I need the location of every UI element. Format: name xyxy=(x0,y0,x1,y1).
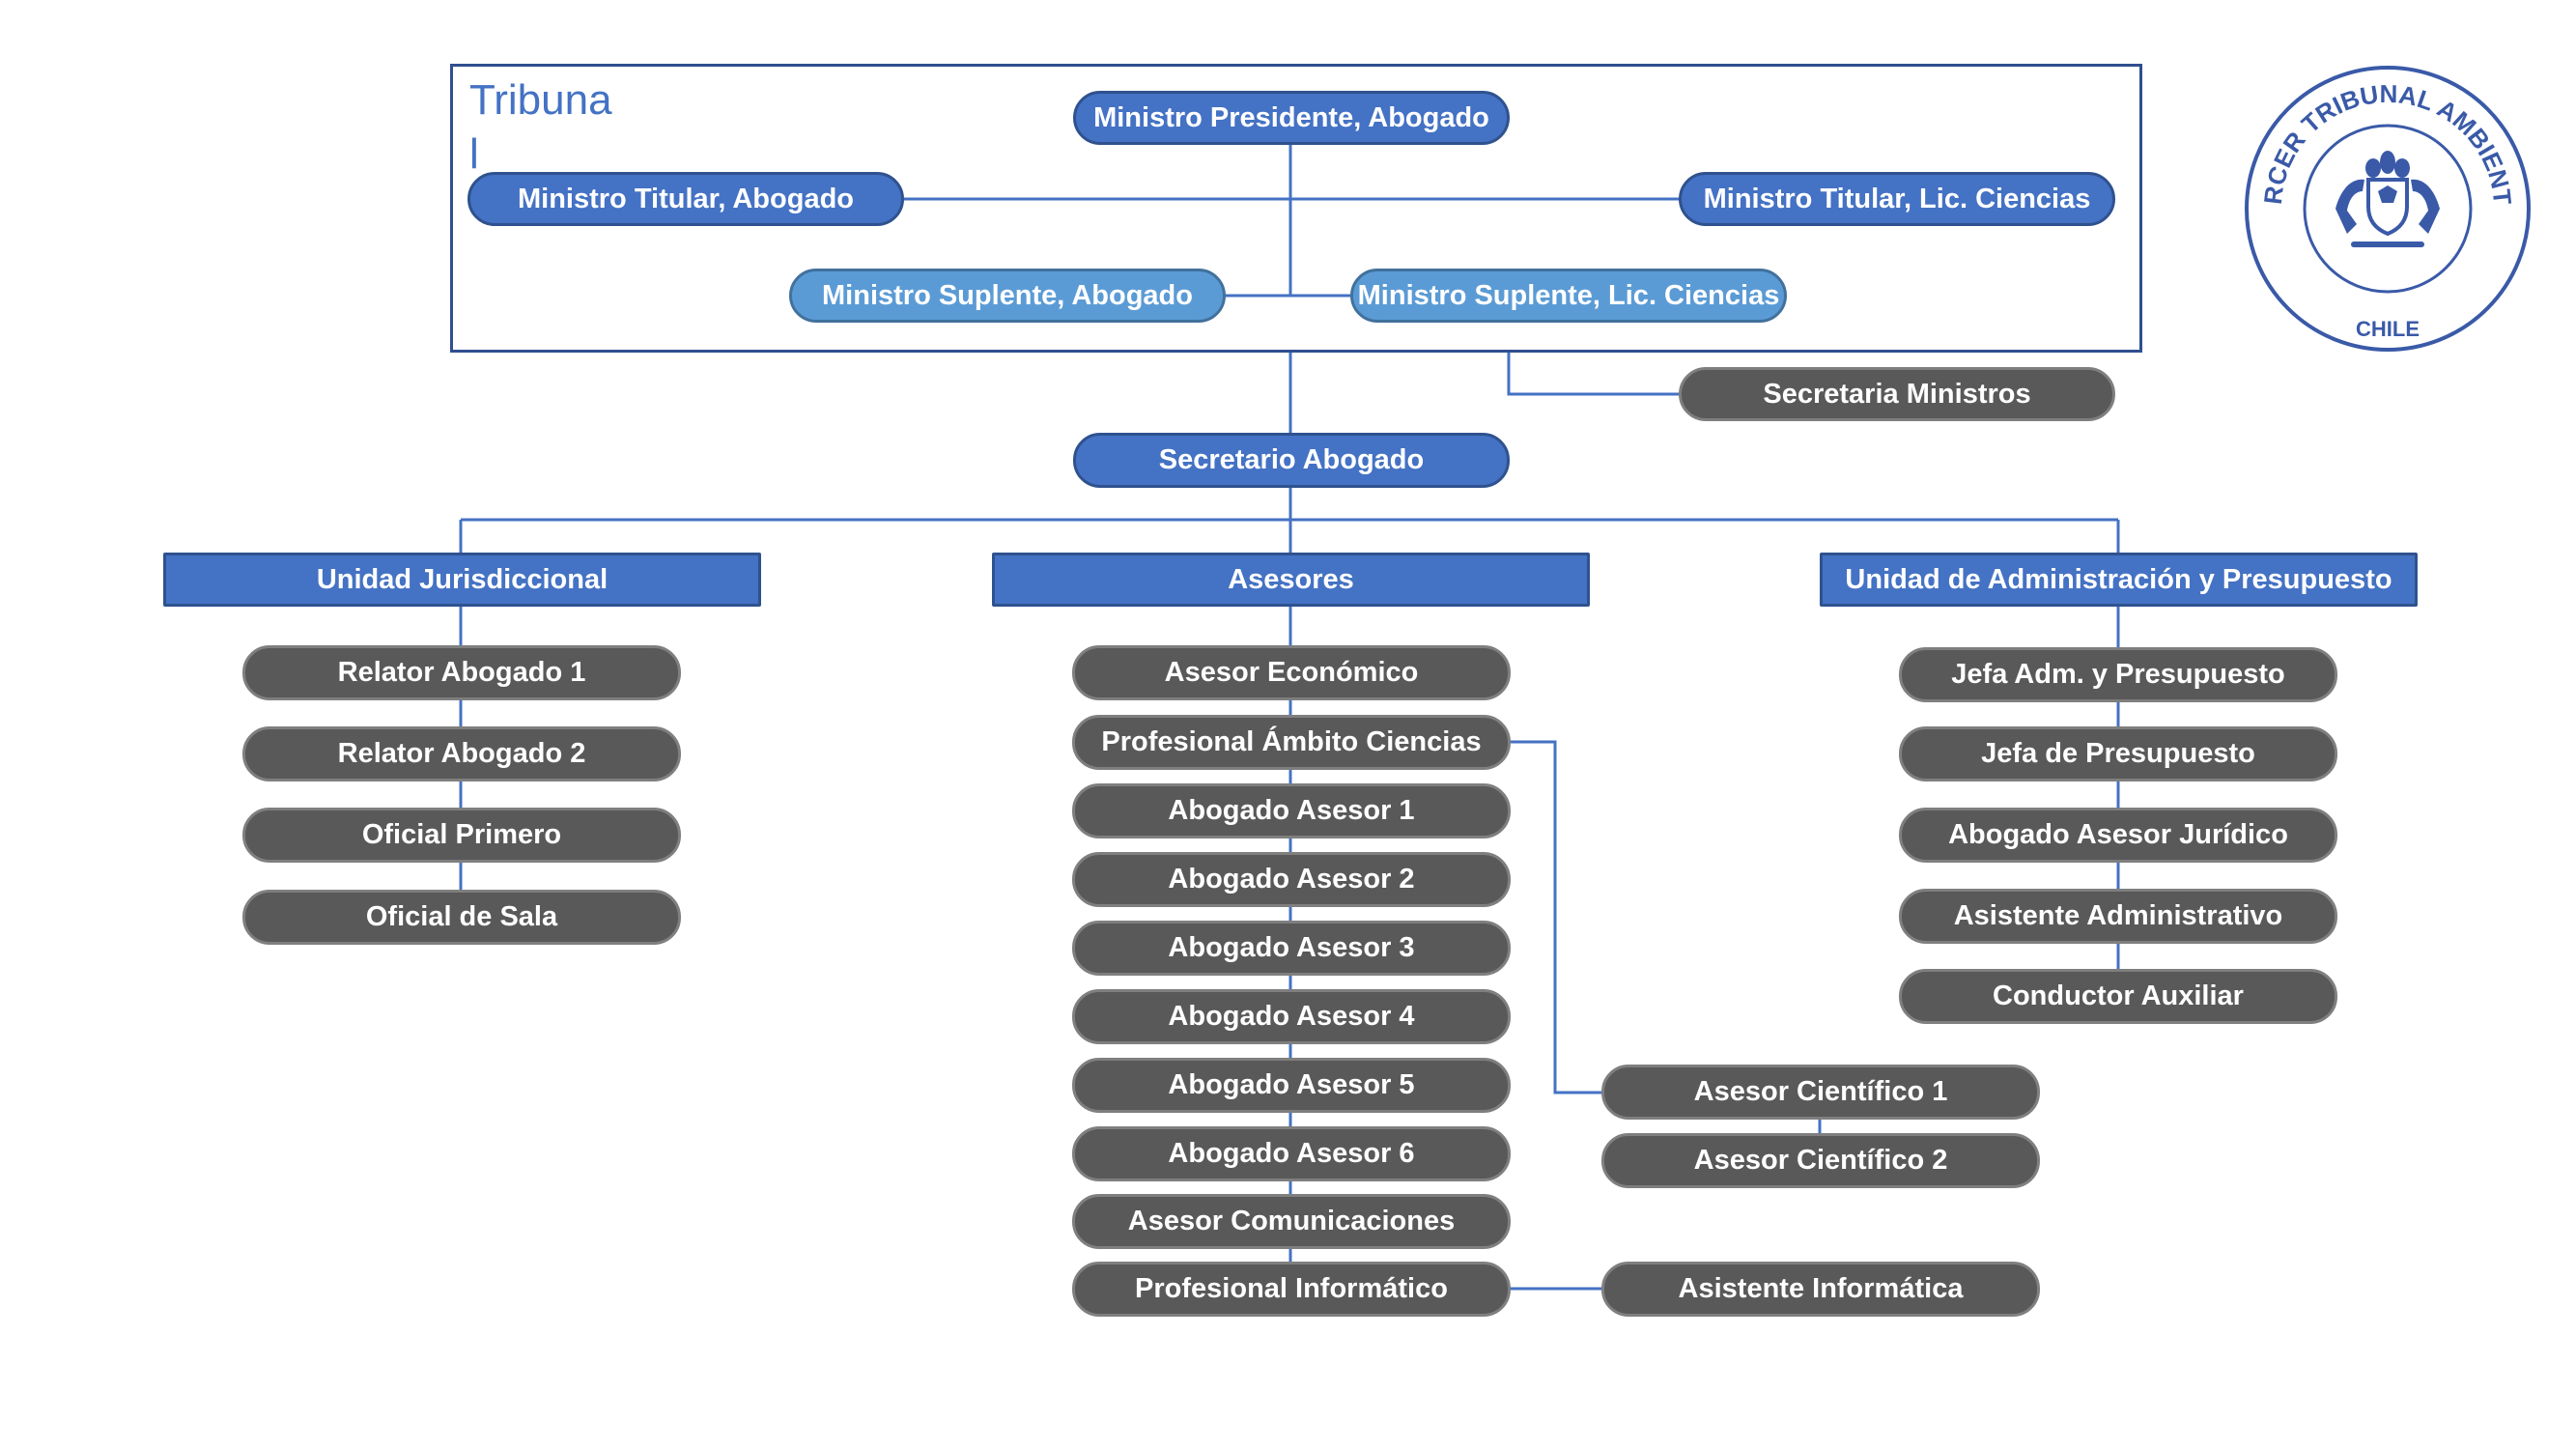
unidad-jurisdiccional-header: Unidad Jurisdiccional xyxy=(163,553,761,607)
list-item-abogado-asesor-5: Abogado Asesor 5 xyxy=(1072,1058,1511,1113)
ministro-titular-ciencias-node: Ministro Titular, Lic. Ciencias xyxy=(1679,172,2115,226)
seal-bottom-text: CHILE xyxy=(2356,317,2420,341)
asesores-header: Asesores xyxy=(992,553,1590,607)
list-item-abogado-asesor-4: Abogado Asesor 4 xyxy=(1072,989,1511,1044)
ministro-suplente-abogado-node: Ministro Suplente, Abogado xyxy=(789,269,1226,323)
tribunal-label: Tribuna l xyxy=(469,76,612,178)
coat-of-arms-icon xyxy=(2335,151,2440,247)
ministro-suplente-ciencias-node: Ministro Suplente, Lic. Ciencias xyxy=(1350,269,1787,323)
list-item-relator-2: Relator Abogado 2 xyxy=(242,726,681,781)
list-item-profesional-ciencias: Profesional Ámbito Ciencias xyxy=(1072,715,1511,770)
list-item-profesional-informatico: Profesional Informático xyxy=(1072,1262,1511,1317)
list-item-relator-1: Relator Abogado 1 xyxy=(242,645,681,700)
list-item-asesor-economico: Asesor Económico xyxy=(1072,645,1511,700)
list-item-asesor-cientifico-1: Asesor Científico 1 xyxy=(1601,1065,2040,1120)
secretario-abogado-node: Secretario Abogado xyxy=(1073,433,1510,488)
list-item-abogado-asesor-1: Abogado Asesor 1 xyxy=(1072,783,1511,838)
ministro-titular-abogado-node: Ministro Titular, Abogado xyxy=(467,172,904,226)
list-item-conductor-auxiliar: Conductor Auxiliar xyxy=(1899,969,2337,1024)
list-item-abogado-asesor-3: Abogado Asesor 3 xyxy=(1072,921,1511,976)
list-item-asesor-comunicaciones: Asesor Comunicaciones xyxy=(1072,1194,1511,1249)
tribunal-frame xyxy=(450,64,2142,353)
ministro-presidente-node: Ministro Presidente, Abogado xyxy=(1073,91,1510,145)
seal-arc-text: TERCER TRIBUNAL AMBIENTAL xyxy=(2243,64,2517,207)
unidad-administracion-header: Unidad de Administración y Presupuesto xyxy=(1820,553,2418,607)
list-item-asistente-informatica: Asistente Informática xyxy=(1601,1262,2040,1317)
list-item-jefa-adm: Jefa Adm. y Presupuesto xyxy=(1899,647,2337,702)
list-item-oficial-primero: Oficial Primero xyxy=(242,808,681,863)
list-item-asistente-administrativo: Asistente Administrativo xyxy=(1899,889,2337,944)
tribunal-seal-logo: TERCER TRIBUNAL AMBIENTAL CHILE xyxy=(2243,64,2531,352)
list-item-abogado-juridico: Abogado Asesor Jurídico xyxy=(1899,808,2337,863)
secretaria-ministros-node: Secretaria Ministros xyxy=(1679,367,2115,421)
list-item-abogado-asesor-6: Abogado Asesor 6 xyxy=(1072,1126,1511,1181)
list-item-oficial-sala: Oficial de Sala xyxy=(242,890,681,945)
list-item-abogado-asesor-2: Abogado Asesor 2 xyxy=(1072,852,1511,907)
list-item-jefa-presupuesto: Jefa de Presupuesto xyxy=(1899,726,2337,781)
list-item-asesor-cientifico-2: Asesor Científico 2 xyxy=(1601,1133,2040,1188)
